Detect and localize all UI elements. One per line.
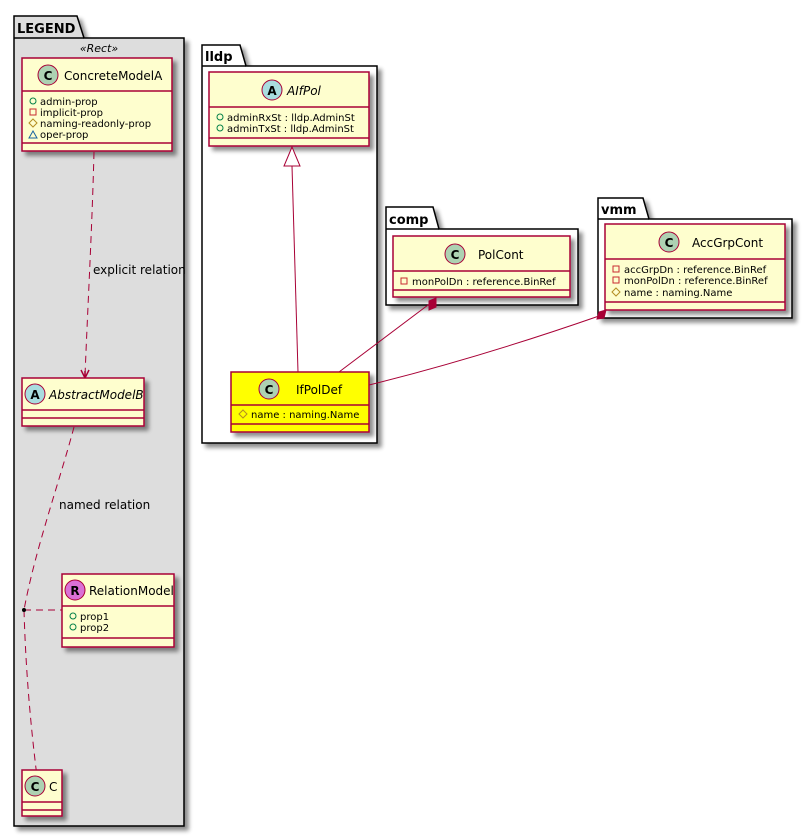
composition-edge-polcont	[338, 297, 437, 373]
attribute: accGrpDn : reference.BinRef	[624, 265, 767, 276]
package-name: comp	[389, 213, 429, 228]
attribute: naming-readonly-prop	[40, 119, 151, 130]
badge-letter: C	[451, 248, 460, 262]
attribute: oper-prop	[40, 130, 88, 141]
class-badge-icon	[258, 378, 280, 400]
attribute: monPolDn : reference.BinRef	[624, 276, 768, 287]
attribute: monPolDn : reference.BinRef	[412, 277, 556, 288]
class-badge-icon	[37, 64, 59, 86]
class-name: AccGrpCont	[692, 236, 763, 250]
attribute: prop2	[80, 623, 109, 634]
attribute: prop1	[80, 612, 109, 623]
inheritance-edge	[283, 145, 301, 373]
inheritance-arrow-icon	[283, 145, 301, 167]
package-name: vmm	[601, 203, 637, 218]
attribute: name : naming.Name	[624, 288, 732, 299]
attribute: name : naming.Name	[251, 410, 359, 421]
class-name: ConcreteModelA	[64, 69, 163, 83]
class-c[interactable]: C C	[21, 769, 63, 817]
composition-diamond-icon	[428, 297, 437, 311]
attribute: admin-prop	[40, 97, 98, 108]
legend-title: LEGEND	[17, 22, 76, 37]
class-concrete-model-a[interactable]: C ConcreteModelA admin-prop implicit-pro…	[21, 57, 173, 152]
class-badge-icon	[444, 243, 466, 265]
public-visibility-icon	[216, 113, 224, 121]
package-comp: comp C PolCont monPolDn : reference.BinR…	[385, 206, 579, 306]
relation-line	[291, 165, 299, 373]
class-box-highlighted	[230, 371, 370, 433]
composition-diamond-icon	[596, 309, 607, 320]
explicit-relation-edge: explicit relation	[80, 151, 186, 380]
named-relation-label: named relation	[59, 498, 150, 512]
attribute: adminRxSt : lldp.AdminSt	[227, 113, 355, 124]
relation-badge-icon	[64, 579, 86, 601]
explicit-relation-label: explicit relation	[93, 263, 186, 277]
public-visibility-icon	[29, 97, 37, 105]
package-lldp: lldp A AIfPol adminRxSt : lldp.AdminSt a…	[201, 44, 378, 444]
abstract-badge-icon	[261, 79, 283, 101]
class-name: RelationModel	[89, 584, 174, 598]
private-visibility-icon	[29, 108, 37, 116]
class-badge-icon	[658, 231, 680, 253]
private-visibility-icon	[400, 277, 408, 285]
class-aifpol[interactable]: A AIfPol adminRxSt : lldp.AdminSt adminT…	[208, 71, 370, 147]
class-box	[208, 71, 370, 147]
class-accgrpcont[interactable]: C AccGrpCont accGrpDn : reference.BinRef…	[604, 223, 786, 311]
badge-letter: C	[44, 69, 53, 83]
badge-letter: C	[265, 383, 274, 397]
class-name: PolCont	[478, 248, 524, 262]
protected-visibility-icon	[28, 118, 38, 128]
class-name: AbstractModelB	[48, 388, 144, 402]
package-visibility-icon	[28, 129, 38, 139]
class-name: C	[49, 780, 57, 794]
package-vmm: vmm C AccGrpCont accGrpDn : reference.Bi…	[597, 197, 793, 319]
class-polcont[interactable]: C PolCont monPolDn : reference.BinRef	[392, 235, 571, 298]
class-name: IfPolDef	[296, 383, 343, 397]
badge-letter: A	[30, 388, 40, 402]
public-visibility-icon	[69, 623, 77, 631]
junction-dot-icon	[22, 608, 26, 612]
class-badge-icon	[24, 775, 46, 797]
package-name: lldp	[205, 50, 233, 65]
class-box	[392, 235, 571, 298]
public-visibility-icon	[216, 124, 224, 132]
class-name: AIfPol	[286, 84, 322, 98]
relation-line	[338, 301, 433, 373]
class-box	[604, 223, 786, 311]
badge-letter: C	[665, 236, 674, 250]
attribute: implicit-prop	[40, 108, 103, 119]
relation-line	[84, 151, 95, 377]
composition-edge-accgrpcont	[368, 309, 607, 386]
badge-letter: A	[267, 84, 277, 98]
public-visibility-icon	[69, 612, 77, 620]
protected-visibility-icon	[238, 409, 248, 419]
badge-letter: R	[70, 584, 79, 598]
class-ifpoldef[interactable]: C IfPolDef name : naming.Name	[230, 371, 370, 433]
attribute: adminTxSt : lldp.AdminSt	[227, 124, 354, 135]
protected-visibility-icon	[611, 287, 621, 297]
legend-package: LEGEND «Rect» C ConcreteModelA admin-pro…	[13, 15, 186, 827]
relation-line	[368, 315, 600, 386]
class-abstract-model-b[interactable]: A AbstractModelB	[21, 377, 145, 427]
class-relation-model[interactable]: R RelationModel prop1 prop2	[61, 573, 175, 648]
badge-letter: C	[31, 780, 40, 794]
abstract-badge-icon	[24, 383, 46, 405]
private-visibility-icon	[612, 265, 620, 273]
private-visibility-icon	[612, 276, 620, 284]
legend-stereotype: «Rect»	[80, 42, 119, 55]
